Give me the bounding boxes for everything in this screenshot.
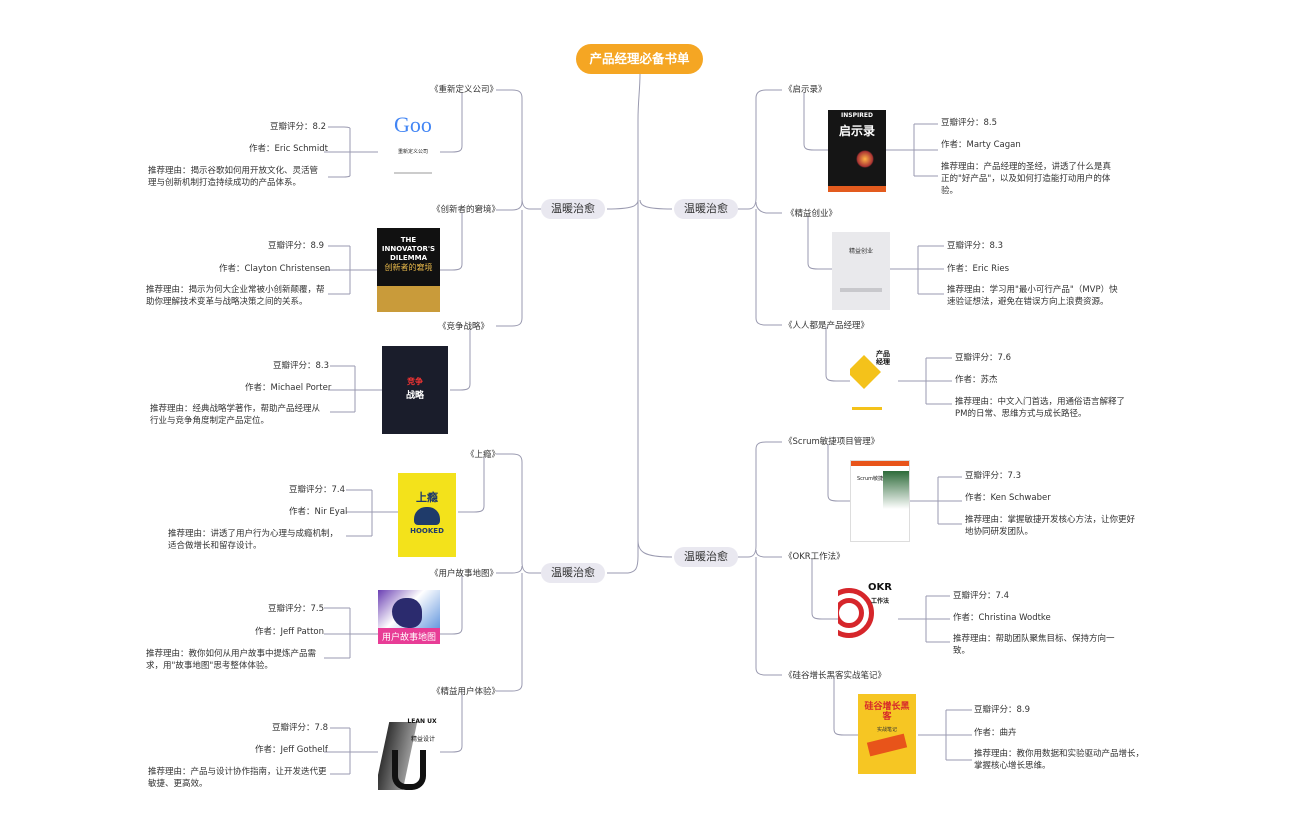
cover-subtitle: 创新者的窘境 (384, 263, 433, 272)
book-cover-image: THE INNOVATOR'S DILEMMA 创新者的窘境 (377, 228, 440, 312)
book-title[interactable]: 《创新者的窘境》 (432, 205, 501, 215)
book-rating: 豆瓣评分：7.3 (965, 471, 1022, 481)
book-author: 作者：Eric Ries (947, 264, 1010, 274)
root-topic[interactable]: 产品经理必备书单 (576, 44, 703, 74)
branch-right-top[interactable]: 温暖治愈 (674, 199, 738, 219)
book-cover-image: 硅谷增长黑客 实战笔记 (858, 694, 916, 774)
book-author: 作者：Christina Wodtke (953, 613, 1051, 623)
cover-title-text: 精益创业 (848, 248, 873, 255)
book-title[interactable]: 《人人都是产品经理》 (784, 321, 870, 331)
cover-subtitle: 精益设计 (410, 736, 435, 743)
book-cover-image: 竞争 战略 (382, 346, 448, 434)
cover-subtitle: 启示录 (838, 124, 875, 138)
branch-left-bottom[interactable]: 温暖治愈 (541, 563, 605, 583)
cover-title-text: 竞争 (407, 377, 423, 386)
cover-title-text: Scrum敏捷项目管理 (856, 476, 904, 482)
book-reason: 推荐理由：教你用数据和实验驱动产品增长，掌握核心增长思维。 (974, 749, 1145, 771)
book-author: 作者：Jeff Patton (255, 627, 325, 637)
book-cover-image: LEAN UX 精益设计 (378, 710, 440, 794)
book-rating: 豆瓣评分：7.5 (268, 604, 325, 614)
book-title[interactable]: 《启示录》 (784, 85, 827, 95)
book-cover-image: Scrum敏捷项目管理 (850, 460, 910, 542)
book-cover-image: 精益创业 (832, 232, 890, 310)
book-reason: 推荐理由：揭示为何大企业常被小创新颠覆，帮助你理解技术变革与战略决策之间的关系。 (146, 285, 325, 307)
book-title[interactable]: 《竞争战略》 (438, 322, 490, 332)
book-rating: 豆瓣评分：8.3 (273, 361, 330, 371)
cover-subtitle: 战略 (405, 391, 424, 401)
book-reason: 推荐理由：讲透了用户行为心理与成瘾机制，适合做增长和留存设计。 (168, 529, 339, 551)
cover-subtitle: 实战笔记 (876, 727, 897, 733)
book-cover-image: 产品经理 (850, 346, 896, 414)
book-rating: 豆瓣评分：8.3 (947, 241, 1004, 251)
book-reason: 推荐理由：揭示谷歌如何用开放文化、灵活管理与创新机制打造持续成功的产品体系。 (148, 166, 319, 188)
book-cover-image: 上瘾 HOOKED (398, 473, 456, 557)
book-title[interactable]: 《用户故事地图》 (430, 569, 499, 579)
book-title[interactable]: 《硅谷增长黑客实战笔记》 (784, 671, 887, 681)
cover-subtitle: 重新定义公司 (397, 149, 428, 155)
book-reason: 推荐理由：产品与设计协作指南，让开发迭代更敏捷、更高效。 (148, 767, 327, 789)
book-title[interactable]: 《OKR工作法》 (784, 552, 845, 562)
cover-title-text: OKR (868, 582, 892, 593)
book-reason: 推荐理由：教你如何从用户故事中提炼产品需求，用"故事地图"思考整体体验。 (146, 649, 317, 671)
book-reason: 推荐理由：中文入门首选，用通俗语言解释了PM的日常、思维方式与成长路径。 (955, 397, 1126, 419)
book-author: 作者：苏杰 (955, 375, 998, 385)
cover-subtitle: HOOKED (410, 527, 444, 535)
book-reason: 推荐理由：掌握敏捷开发核心方法，让你更好地协同研发团队。 (965, 515, 1136, 537)
book-author: 作者：Eric Schmidt (249, 144, 328, 154)
cover-subtitle: 工作法 (870, 598, 889, 605)
book-title[interactable]: 《精益用户体验》 (432, 687, 501, 697)
book-author: 作者：Marty Cagan (941, 140, 1021, 150)
book-rating: 豆瓣评分：8.9 (268, 241, 325, 251)
branch-right-bottom[interactable]: 温暖治愈 (674, 547, 738, 567)
cover-title-text: THE INNOVATOR'S DILEMMA (381, 236, 436, 262)
book-rating: 豆瓣评分：7.4 (953, 591, 1010, 601)
cover-title-text: 产品经理 (876, 350, 890, 366)
book-cover-image: INSPIRED 启示录 (828, 110, 886, 192)
book-author: 作者：Clayton Christensen (219, 264, 331, 274)
book-author: 作者：曲卉 (974, 728, 1017, 738)
branch-left-top[interactable]: 温暖治愈 (541, 199, 605, 219)
cover-title-text: 上瘾 (416, 491, 438, 504)
book-author: 作者：Michael Porter (245, 383, 332, 393)
book-reason: 推荐理由：学习用"最小可行产品"（MVP）快速验证想法，避免在错误方向上浪费资源… (947, 285, 1118, 307)
cover-title-text: 硅谷增长黑客 (864, 702, 910, 722)
cover-logo-text: Goo (394, 112, 432, 137)
cover-title-text: INSPIRED (841, 112, 873, 119)
book-cover-image: OKR 工作法 (838, 578, 896, 658)
book-reason: 推荐理由：经典战略学著作，帮助产品经理从行业与竞争角度制定产品定位。 (150, 404, 321, 426)
book-rating: 豆瓣评分：8.9 (974, 705, 1031, 715)
book-author: 作者：Jeff Gothelf (255, 745, 328, 755)
book-reason: 推荐理由：帮助团队聚焦目标、保持方向一致。 (953, 634, 1115, 656)
book-title[interactable]: 《上瘾》 (466, 450, 501, 460)
book-rating: 豆瓣评分：7.6 (955, 353, 1012, 363)
book-title[interactable]: 《Scrum敏捷项目管理》 (784, 437, 880, 447)
book-title[interactable]: 《精益创业》 (786, 209, 838, 219)
cover-title-text: LEAN UX (407, 718, 437, 725)
book-cover-image: 用户故事地图 (378, 590, 440, 678)
book-title[interactable]: 《重新定义公司》 (430, 85, 499, 95)
book-rating: 豆瓣评分：8.2 (270, 122, 327, 132)
cover-title-text: 用户故事地图 (381, 633, 436, 643)
book-rating: 豆瓣评分：7.8 (272, 723, 329, 733)
book-rating: 豆瓣评分：7.4 (289, 485, 346, 495)
book-cover-image: Goo 重新定义公司 (386, 110, 440, 186)
book-author: 作者：Nir Eyal (289, 507, 348, 517)
book-author: 作者：Ken Schwaber (965, 493, 1051, 503)
book-rating: 豆瓣评分：8.5 (941, 118, 998, 128)
book-reason: 推荐理由：产品经理的圣经，讲透了什么是真正的"好产品"，以及如何打造能打动用户的… (941, 162, 1112, 196)
